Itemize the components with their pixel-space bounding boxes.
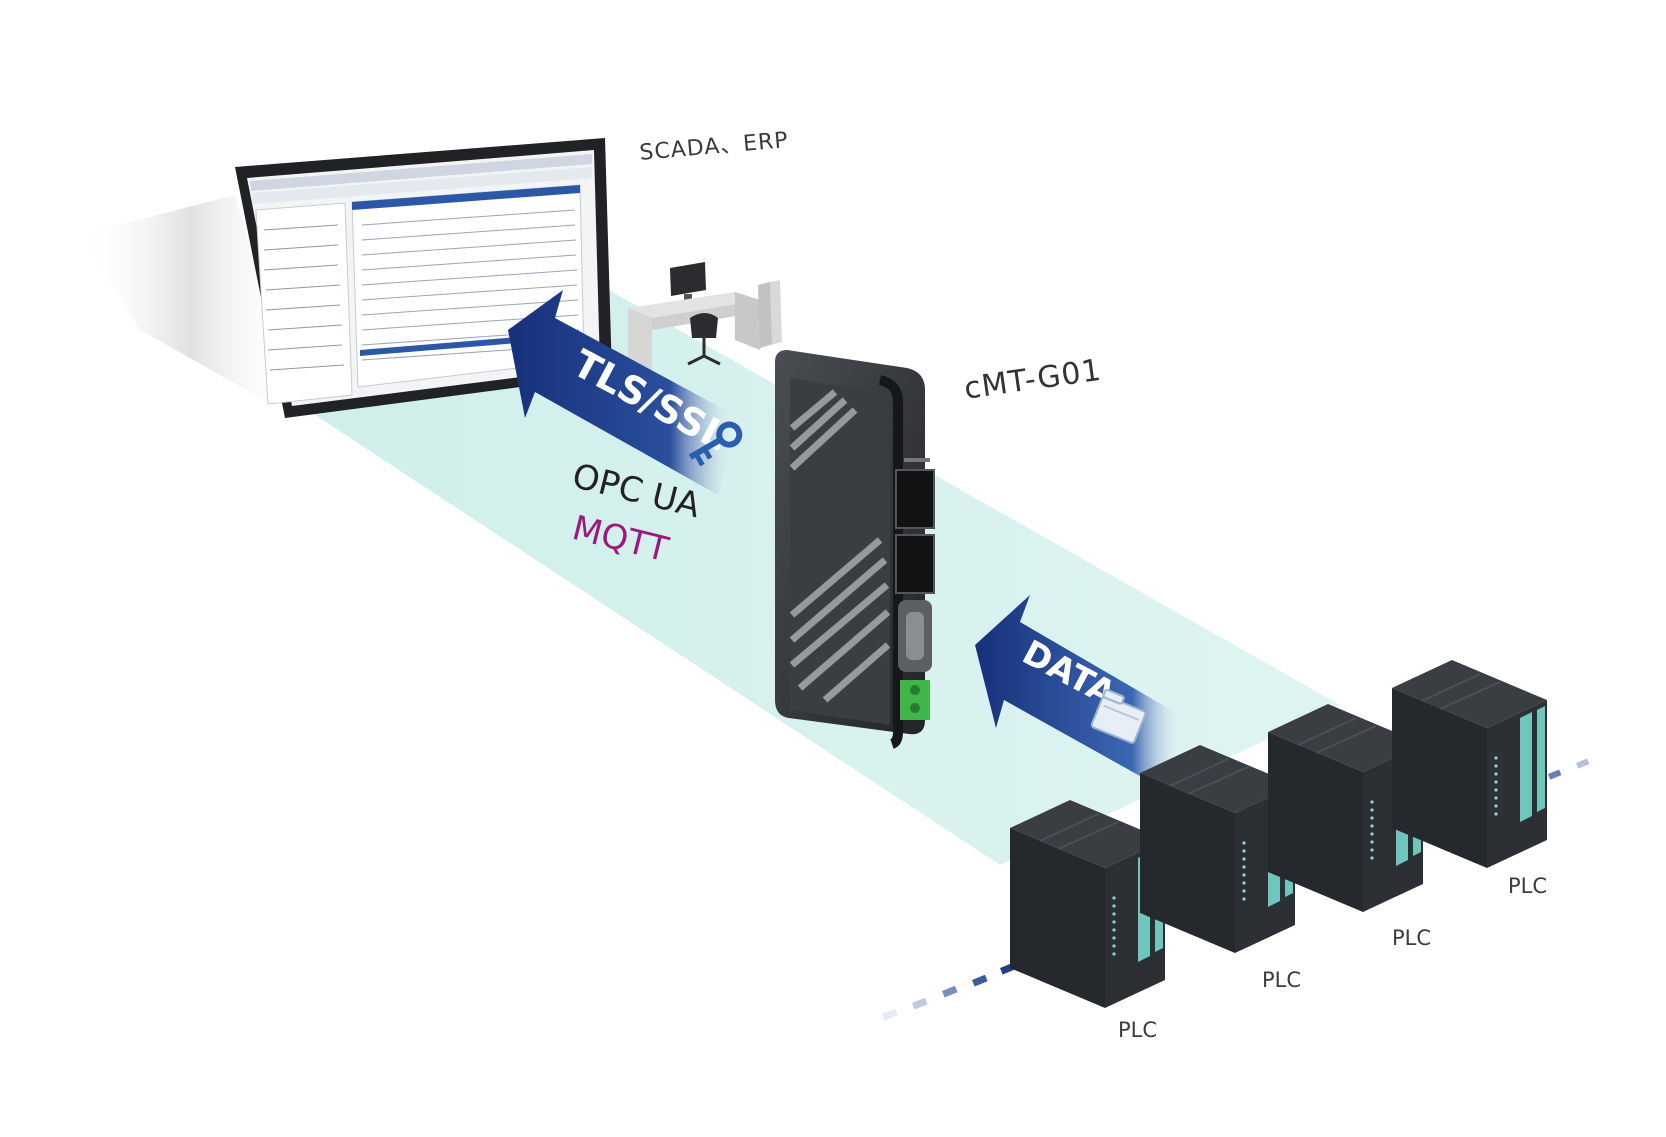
plc-label-2: PLC (1262, 968, 1302, 992)
monitor-icon (235, 138, 612, 418)
plc-layer (1010, 660, 1547, 1008)
folder-icon (1090, 688, 1147, 744)
monitor-shadow (80, 195, 300, 420)
plc-label-1: PLC (1118, 1018, 1158, 1042)
workstation-icon (628, 262, 782, 370)
plc-rack-icon (1392, 660, 1547, 868)
plc-label-3: PLC (1392, 926, 1432, 950)
key-icon (688, 421, 743, 467)
plc-label-4: PLC (1508, 874, 1548, 898)
network-line-left (882, 962, 1016, 1021)
gateway-device-icon (775, 350, 935, 749)
tls-ssl-arrow (508, 290, 740, 495)
